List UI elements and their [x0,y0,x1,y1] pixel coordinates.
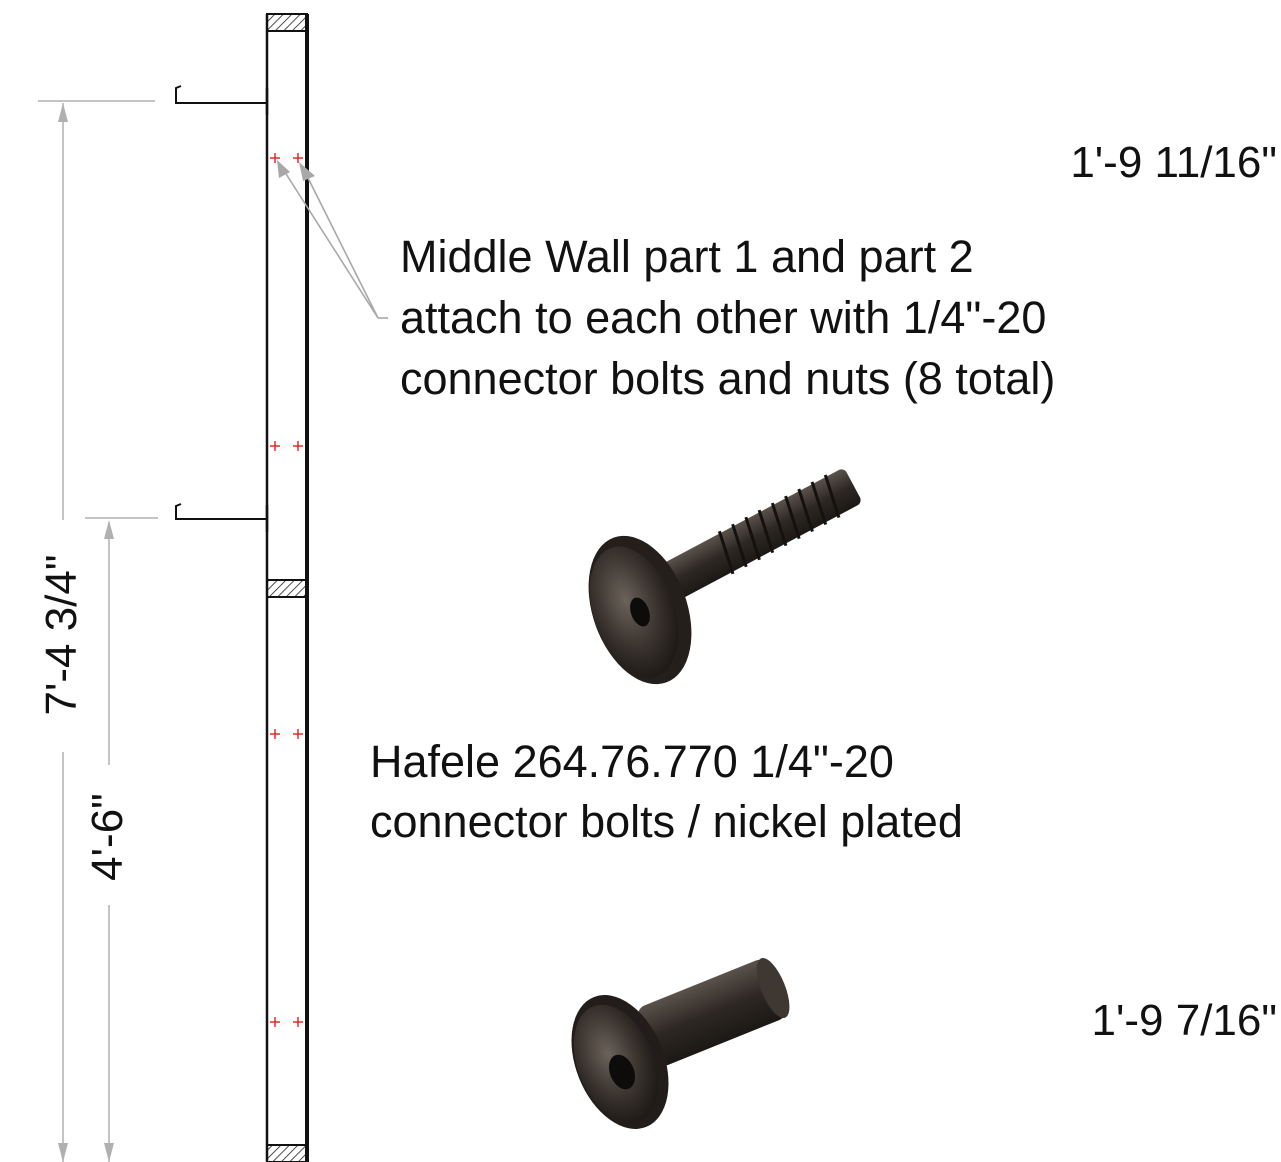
bracket-lower [175,503,269,532]
top-hatch-cap [266,13,308,32]
arrow-icon [104,520,114,539]
bolt-hole-marker-icon [270,1017,280,1027]
bolt-hole-marker-icon [293,153,303,163]
bottom-hatch-cap [266,1144,308,1162]
assembly-note-line: attach to each other with 1/4"-20 [400,292,1047,343]
leader-arrow-icon [299,162,315,181]
lower-right-dimension: 1'-9 7/16" [1091,996,1277,1045]
leader-arrow-icon [277,160,290,178]
bolt-hole-marker-icon [293,1017,303,1027]
bolt-hole-markers [270,153,303,1027]
hardware-note: Hafele 264.76.770 1/4"-20 connector bolt… [370,732,963,852]
arrow-icon [58,103,68,122]
connector-bolt-image [537,466,887,698]
assembly-note-line: Middle Wall part 1 and part 2 [400,231,974,282]
leader-arrows [277,160,315,181]
bolt-hole-marker-icon [270,153,280,163]
leader-line-1 [280,165,379,319]
bolt-hole-marker-icon [293,441,303,451]
arrow-icon [58,1143,68,1162]
leader-lines [280,165,388,319]
arrow-icon [104,1143,114,1162]
bolt-hole-marker-icon [270,729,280,739]
assembly-note-line: connector bolts and nuts (8 total) [400,353,1056,404]
dimension-lines [38,100,158,1162]
wall-panel [265,13,309,1162]
upper-right-dimension: 1'-9 11/16" [1070,138,1277,187]
hardware-note-line: connector bolts / nickel plated [370,796,963,847]
bracket-upper [175,85,269,115]
bolt-hole-marker-icon [270,441,280,451]
dimension-arrows [58,103,114,1162]
lower-height-dimension: 4'-6" [83,793,132,881]
assembly-note: Middle Wall part 1 and part 2 attach to … [400,226,1055,409]
mid-hatch-joint [266,579,308,598]
bolt-hole-marker-icon [293,729,303,739]
overall-height-dimension: 7'-4 3/4" [37,554,86,716]
leader-line-2 [304,171,379,319]
connector-nut-image [553,926,793,1162]
hardware-note-line: Hafele 264.76.770 1/4"-20 [370,736,894,787]
